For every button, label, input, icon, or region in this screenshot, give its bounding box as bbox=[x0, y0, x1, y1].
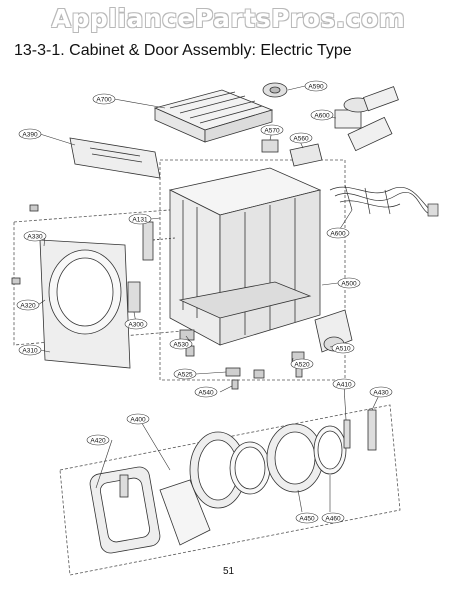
callout-label: A420 bbox=[90, 437, 106, 444]
rear-panel-part bbox=[69, 137, 161, 179]
callout-a500: A500 bbox=[337, 277, 361, 289]
hinge-part bbox=[127, 281, 141, 313]
callout-label: A590 bbox=[308, 83, 324, 90]
callout-label: A560 bbox=[293, 135, 309, 142]
callout-label: A320 bbox=[20, 302, 36, 309]
callout-a540: A540 bbox=[194, 386, 218, 398]
page-title: 13-3-1. Cabinet & Door Assembly: Electri… bbox=[14, 42, 352, 59]
callout-label: A530 bbox=[173, 341, 189, 348]
callout-label: A525 bbox=[177, 371, 193, 378]
callout-a450: A450 bbox=[295, 512, 319, 524]
duct-part bbox=[334, 86, 399, 152]
door-assembly-parts bbox=[89, 409, 377, 554]
callout-label: A540 bbox=[198, 389, 214, 396]
callout-label: A700 bbox=[96, 96, 112, 103]
watermark: AppliancePartsPros.com bbox=[51, 4, 406, 33]
front-panel-part bbox=[39, 239, 131, 369]
callout-a520: A520 bbox=[290, 358, 314, 370]
callout-a590: A590 bbox=[304, 80, 328, 92]
callout-a700: A700 bbox=[92, 93, 116, 105]
small-bracket-part bbox=[261, 139, 279, 153]
callout-a525: A525 bbox=[173, 368, 197, 380]
callout-label: A450 bbox=[299, 515, 315, 522]
callout-a560: A560 bbox=[289, 132, 313, 144]
callout-label: A131 bbox=[132, 216, 148, 223]
callout-label: A600 bbox=[330, 230, 346, 237]
callout-a570: A570 bbox=[260, 124, 284, 136]
page-number: 51 bbox=[222, 566, 235, 577]
callout-a131: A131 bbox=[128, 213, 152, 225]
small-clip-part bbox=[29, 204, 39, 212]
cabinet-part bbox=[168, 167, 322, 346]
callout-a300: A300 bbox=[124, 318, 148, 330]
wire-harness-part bbox=[329, 184, 439, 217]
callout-a600: A600 bbox=[326, 227, 350, 239]
callout-a400: A400 bbox=[126, 413, 150, 425]
callout-label: A570 bbox=[264, 127, 280, 134]
callout-a460: A460 bbox=[321, 512, 345, 524]
callout-label: A520 bbox=[294, 361, 310, 368]
motor-part bbox=[262, 82, 288, 98]
duct-clip-part bbox=[289, 143, 323, 167]
callout-label: A300 bbox=[128, 321, 144, 328]
callout-label: A500 bbox=[341, 280, 357, 287]
callout-a330: A330 bbox=[23, 230, 47, 242]
callout-a430: A430 bbox=[369, 386, 393, 398]
callout-label: A400 bbox=[130, 416, 146, 423]
callout-label: A410 bbox=[336, 381, 352, 388]
screw-part bbox=[11, 277, 21, 285]
callout-a390: A390 bbox=[18, 128, 42, 140]
callout-a530: A530 bbox=[169, 338, 193, 350]
callout-label: A460 bbox=[325, 515, 341, 522]
callout-label: A600 bbox=[314, 112, 330, 119]
callout-a310: A310 bbox=[18, 344, 42, 356]
callout-a410: A410 bbox=[332, 378, 356, 390]
top-cover-part bbox=[153, 89, 274, 143]
callout-label: A310 bbox=[22, 347, 38, 354]
callout-a600: A600 bbox=[310, 109, 334, 121]
callout-labels: A700A590A390A600A570A560A131A330A320A300… bbox=[16, 80, 393, 524]
callout-a510: A510 bbox=[331, 342, 355, 354]
callout-a320: A320 bbox=[16, 299, 40, 311]
callout-label: A330 bbox=[27, 233, 43, 240]
callout-a420: A420 bbox=[86, 434, 110, 446]
callout-label: A430 bbox=[373, 389, 389, 396]
leader-lines bbox=[37, 85, 381, 513]
callout-label: A510 bbox=[335, 345, 351, 352]
callout-label: A390 bbox=[22, 131, 38, 138]
side-bracket-part bbox=[142, 221, 154, 261]
